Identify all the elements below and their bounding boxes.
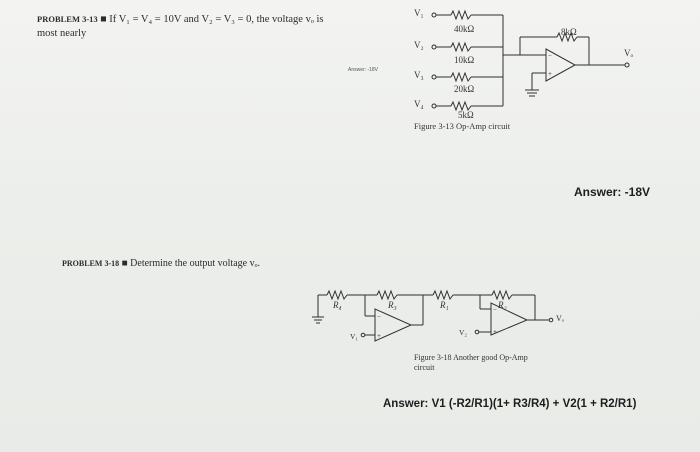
terminal-v4 xyxy=(431,103,437,109)
terminal-vo xyxy=(624,62,630,68)
label-r2: R₂ xyxy=(498,300,507,310)
svg-text:+: + xyxy=(377,332,381,340)
label-vo-3-13: Vₒ xyxy=(624,48,634,58)
svg-text:−: − xyxy=(377,313,381,321)
label-r3: R₃ xyxy=(388,300,397,310)
bullet-icon: ■ xyxy=(121,258,128,269)
label-40k: 40kΩ xyxy=(454,24,475,34)
figure-3-18-caption: Figure 3-18 Another good Op-Amp circuit xyxy=(414,353,528,373)
bullet-icon: ■ xyxy=(100,14,107,25)
circuit-3-13: − + xyxy=(431,9,630,112)
problem-3-18-text: PROBLEM 3-18 ■ Determine the output volt… xyxy=(62,257,260,271)
label-v2: V₂ xyxy=(414,40,424,50)
problem-3-13-statement: If V₁ = V₄ = 10V and V₂ = V₃ = 0, the vo… xyxy=(109,14,324,25)
problem-3-13-statement-cont: most nearly xyxy=(37,28,87,39)
op-amp-3-13 xyxy=(545,48,577,82)
figure-3-13-caption: Figure 3-13 Op-Amp circuit xyxy=(414,121,511,131)
circuit-3-18: − + − + xyxy=(312,289,554,342)
figure-3-18-caption-line2: circuit xyxy=(414,363,435,372)
problem-3-13-label: PROBLEM 3-13 xyxy=(37,14,98,24)
svg-text:+: + xyxy=(548,70,552,78)
label-v2-3-18: V₂ xyxy=(459,328,468,337)
resistor-8k xyxy=(556,31,578,43)
label-r1: R₁ xyxy=(440,300,449,310)
terminal-v1 xyxy=(431,12,437,18)
svg-text:−: − xyxy=(548,52,552,60)
problem-3-18-label: PROBLEM 3-18 xyxy=(62,259,120,268)
terminal-v1 xyxy=(360,332,366,338)
resistor-r3 xyxy=(376,289,398,301)
op-amp-2 xyxy=(490,302,529,336)
resistor-r1 xyxy=(432,289,454,301)
label-v3: V₃ xyxy=(414,70,424,80)
resistor-r2 xyxy=(491,289,513,301)
op-amp-1 xyxy=(374,308,413,342)
answer-3-18: Answer: V1 (-R2/R1)(1+ R3/R4) + V2(1 + R… xyxy=(383,398,637,410)
resistor-r4 xyxy=(326,289,348,301)
label-v1: V₁ xyxy=(414,8,424,18)
label-v1-3-18: V₁ xyxy=(350,332,359,341)
resistor-5k xyxy=(450,100,472,112)
answer-3-13: Answer: -18V xyxy=(574,185,651,199)
figure-3-18-caption-line1: Figure 3-18 Another good Op-Amp xyxy=(414,353,528,362)
label-r4: R₄ xyxy=(333,300,342,310)
svg-text:+: + xyxy=(493,328,497,336)
terminal-vo-3-18 xyxy=(548,317,554,323)
label-10k: 10kΩ xyxy=(454,55,475,65)
faint-answer-note: Answer: -18V xyxy=(348,67,379,73)
label-v4: V₄ xyxy=(414,99,424,109)
terminal-v3 xyxy=(431,74,437,80)
terminal-v2 xyxy=(431,44,437,50)
resistor-20k xyxy=(450,71,472,83)
label-5k: 5kΩ xyxy=(458,110,474,120)
resistor-40k xyxy=(450,9,472,21)
svg-text:−: − xyxy=(493,306,497,314)
problem-3-18-statement: Determine the output voltage vₒ. xyxy=(130,258,260,269)
label-vo-3-18: Vₒ xyxy=(556,314,565,323)
terminal-v2 xyxy=(474,329,480,335)
label-20k: 20kΩ xyxy=(454,84,475,94)
label-8k: 8kΩ xyxy=(561,27,577,37)
problem-3-13-text: PROBLEM 3-13 ■ If V₁ = V₄ = 10V and V₂ =… xyxy=(37,12,377,41)
resistor-10k xyxy=(450,41,472,53)
